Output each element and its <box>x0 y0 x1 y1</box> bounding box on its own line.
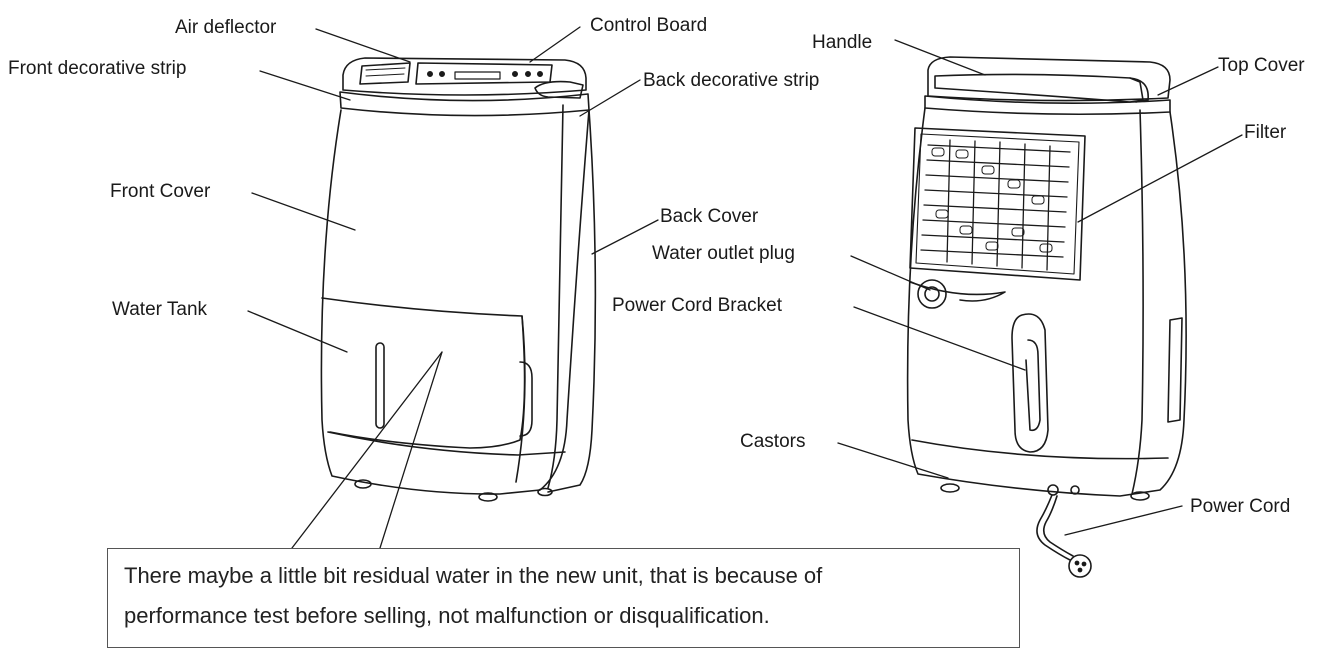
label-front-cover: Front Cover <box>110 181 211 202</box>
label-filter: Filter <box>1244 122 1287 143</box>
note-line-1: There maybe a little bit residual water … <box>124 563 823 588</box>
back-water-outlet-plug <box>917 279 947 309</box>
back-handle <box>934 73 1144 103</box>
back-body-shell <box>906 107 1187 497</box>
label-front-decorative-strip: Front decorative strip <box>8 58 187 79</box>
front-unit <box>320 57 597 502</box>
front-top-cover <box>342 57 587 96</box>
label-handle: Handle <box>812 32 873 53</box>
label-water-tank: Water Tank <box>112 299 208 320</box>
front-air-deflector <box>359 62 411 85</box>
label-control-board: Control Board <box>590 15 708 36</box>
label-power-cord: Power Cord <box>1190 496 1291 517</box>
label-top-cover: Top Cover <box>1218 55 1305 76</box>
back-filter-grille <box>909 127 1086 281</box>
label-back-decorative-strip: Back decorative strip <box>643 70 820 91</box>
residual-water-note: There maybe a little bit residual water … <box>107 548 1020 648</box>
label-castors: Castors <box>740 431 806 452</box>
front-water-tank <box>321 297 526 449</box>
note-line-2: performance test before selling, not mal… <box>124 603 770 628</box>
leader-lines <box>247 26 1243 549</box>
label-back-cover: Back Cover <box>660 206 759 227</box>
back-power-cord-bracket <box>1011 313 1049 453</box>
label-water-outlet-plug: Water outlet plug <box>652 243 795 264</box>
power-cord-line <box>1036 494 1071 561</box>
power-plug <box>1068 554 1092 578</box>
label-air-deflector: Air deflector <box>175 17 277 38</box>
front-control-board <box>415 62 553 85</box>
back-unit <box>906 56 1187 501</box>
front-body-shell <box>320 109 590 495</box>
label-power-cord-bracket: Power Cord Bracket <box>612 295 783 316</box>
